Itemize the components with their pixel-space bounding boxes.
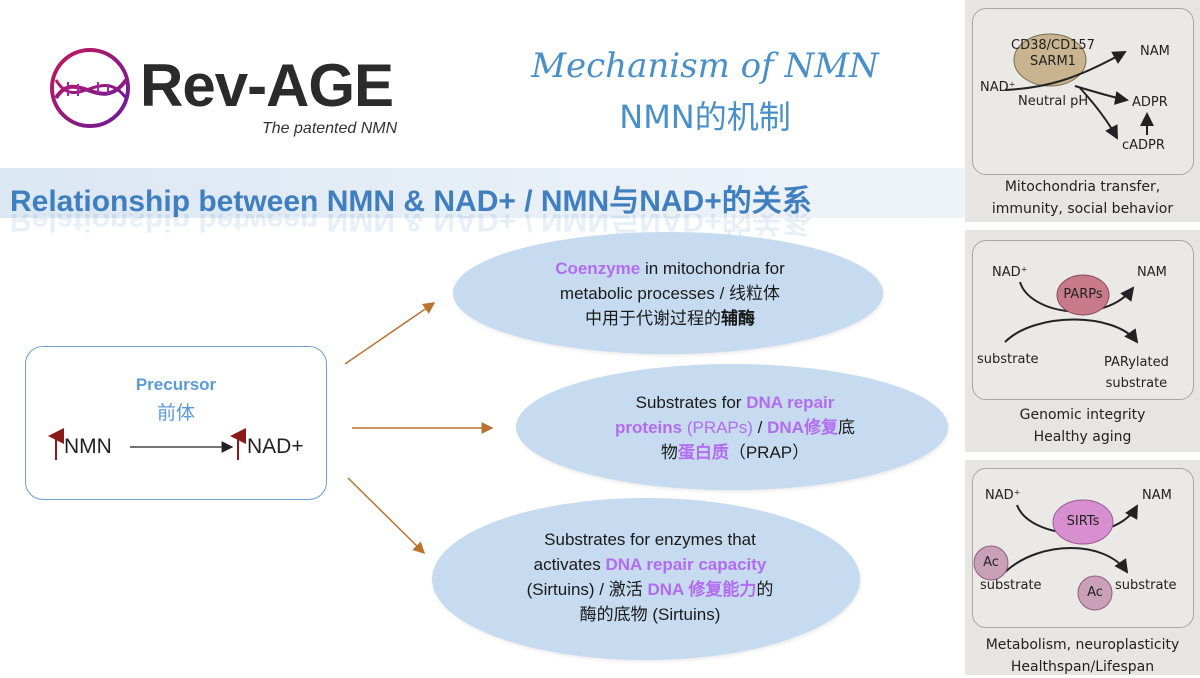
precursor-box [25,346,327,500]
brand-tagline: The patented NMN [262,120,398,137]
cd38-pathway-diagram [1004,33,1154,140]
substrate-right-label: substrate [1115,578,1177,593]
dna-logo-icon [50,48,130,128]
substrate-label-2: substrate [977,352,1039,367]
nad-label-1: NAD⁺ [980,80,1016,95]
neutral-ph-label: Neutral pH [1018,94,1089,109]
outcome-text-sirtuins: Substrates for enzymes that activates DN… [526,530,774,624]
precursor-title: Precursor [135,375,217,394]
panel-1-caption: Mitochondria transfer,immunity, social b… [991,179,1174,217]
parps-pathway-diagram [1004,274,1139,344]
section-banner [0,168,965,218]
sirts-enzyme-label: SIRTs [1066,514,1100,529]
brand-name: Rev-AGE [140,52,394,119]
arrow-to-sirtuins [347,477,426,555]
nam-label-3: NAM [1142,488,1172,503]
outcome-text-coenzyme: Coenzyme in mitochondria for metabolic p… [555,259,785,328]
sirts-pathway-diagram [973,499,1138,611]
nmn-label: NMN [64,435,112,458]
substrate-left-label: substrate [980,578,1042,593]
parps-enzyme-label: PARPs [1063,287,1103,302]
precursor-title-zh: 前体 [156,403,195,424]
nad-label: NAD+ [247,435,304,458]
acetyl-group-right-icon: Ac [1087,585,1103,600]
nad-label-3: NAD⁺ [985,488,1021,503]
section-title: Relationship between NMN & NAD+ / NMN与NA… [10,185,812,218]
outcome-ellipse-coenzyme [453,232,883,354]
nam-label-1: NAM [1140,44,1170,59]
nam-label-2: NAM [1137,265,1167,280]
nad-label-2: NAD⁺ [992,265,1028,280]
arrow-to-coenzyme [344,302,436,365]
mechanism-title-zh: NMN的机制 [619,98,791,136]
acetyl-group-left-icon: Ac [983,555,999,570]
outcome-text-dna-repair-proteins: Substrates for DNA repair proteins (PRAP… [615,393,855,462]
cadpr-label: cADPR [1122,138,1165,153]
outcome-ellipse-sirtuins [432,498,860,660]
outcome-ellipse-dna-repair-proteins [516,364,948,490]
adpr-label: ADPR [1132,95,1168,110]
mechanism-title-en: Mechanism of NMN [531,46,879,86]
